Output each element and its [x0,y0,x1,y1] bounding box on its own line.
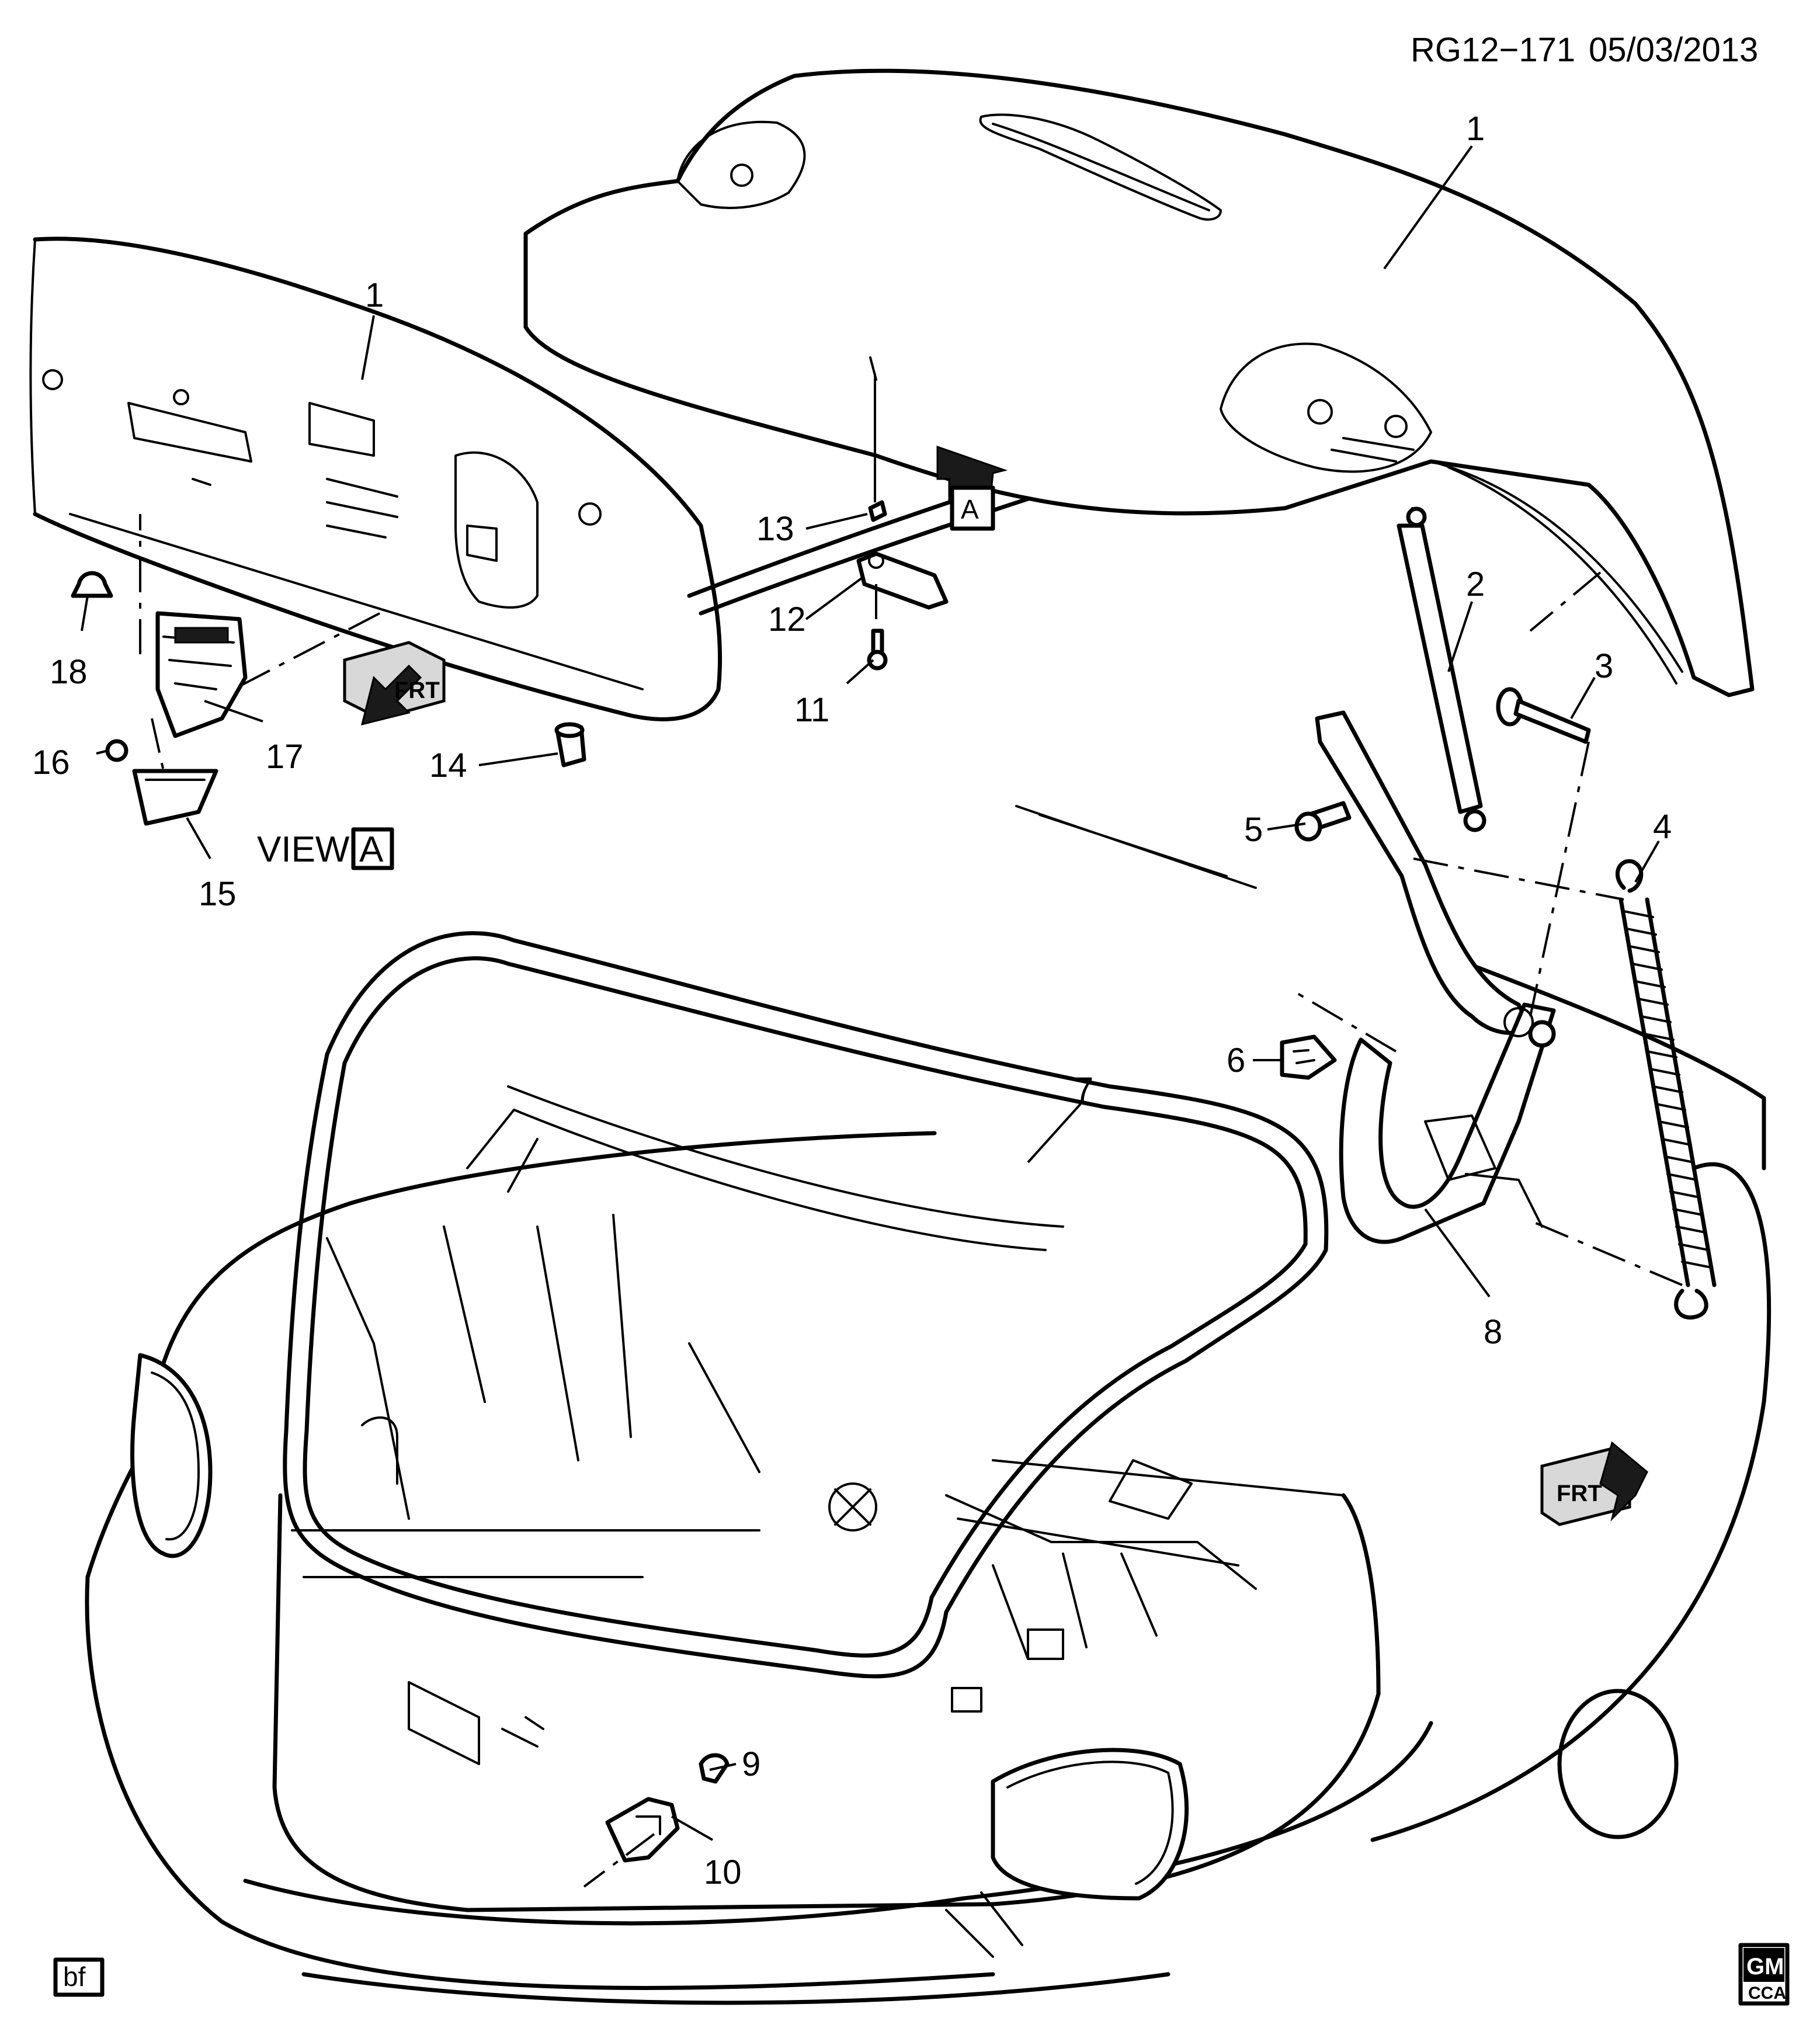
hinge-arm [1315,710,1556,1244]
callout-13: 13 [756,510,794,548]
footer-code: bf [63,1961,86,1992]
callout-3: 3 [1595,647,1613,685]
diagram-date: 05/03/2013 [1589,31,1758,69]
callout-15: 15 [199,875,237,913]
car-body [85,325,1772,2005]
view-label-prefix: VIEW [257,829,350,870]
front-direction-icon: FRT [1540,1441,1648,1526]
striker [605,1753,730,1863]
callout-2: 2 [1466,565,1485,603]
callout-18: 18 [50,653,88,691]
lift-strut [1397,506,1486,832]
callout-16: 16 [32,744,70,782]
latch-cover [132,769,218,826]
callout-5: 5 [1244,811,1263,849]
callout-1-lid: 1 [1466,110,1485,148]
deck-lid [523,68,1755,697]
footer: bf [53,1957,105,1997]
gm-logo-bottom: CCA [1748,1984,1786,2003]
bumper-stop [1280,1034,1337,1080]
diagram-id: RG12−171 [1411,31,1575,69]
front-direction-label-right: FRT [1557,1481,1602,1506]
view-label-letter: A [359,829,384,870]
diagram-header: RG12−171 05/03/2013 [1411,31,1758,69]
callout-labels: 1 1 2 3 4 5 6 7 8 9 10 11 12 13 14 15 16… [32,110,1672,1891]
front-direction-icon: FRT [343,641,446,726]
callout-4: 4 [1653,808,1672,846]
callout-8: 8 [1484,1313,1502,1351]
weatherstrip-seal [283,931,1329,1679]
callout-14: 14 [429,746,467,784]
view-arrow-icon: A [936,445,1008,531]
inner-lid-view [29,237,723,721]
callout-10: 10 [704,1853,742,1891]
deck-lid-latch [155,611,248,738]
callout-12: 12 [768,600,806,638]
callout-7: 7 [1075,1071,1093,1109]
gm-logo-top: GM [1746,1954,1784,1980]
callout-9: 9 [742,1745,760,1783]
lid-latch-bracket [856,500,949,671]
front-direction-label-left: FRT [394,678,440,703]
view-label: VIEW A [257,827,394,870]
leader-lines [81,145,1683,1888]
bolt [1496,687,1591,744]
view-arrow-letter: A [961,494,979,525]
callout-11: 11 [794,691,829,729]
gm-logo-icon: GM CCA [1738,1943,1790,2006]
callout-17: 17 [266,738,304,776]
latch-bolt [105,739,128,762]
hinge-bolt [1294,801,1352,842]
grommet [71,571,113,598]
torsion-spring [1615,859,1717,1319]
callout-6: 6 [1227,1041,1245,1079]
bumper-pad [554,722,586,768]
callout-1-view: 1 [365,276,384,314]
